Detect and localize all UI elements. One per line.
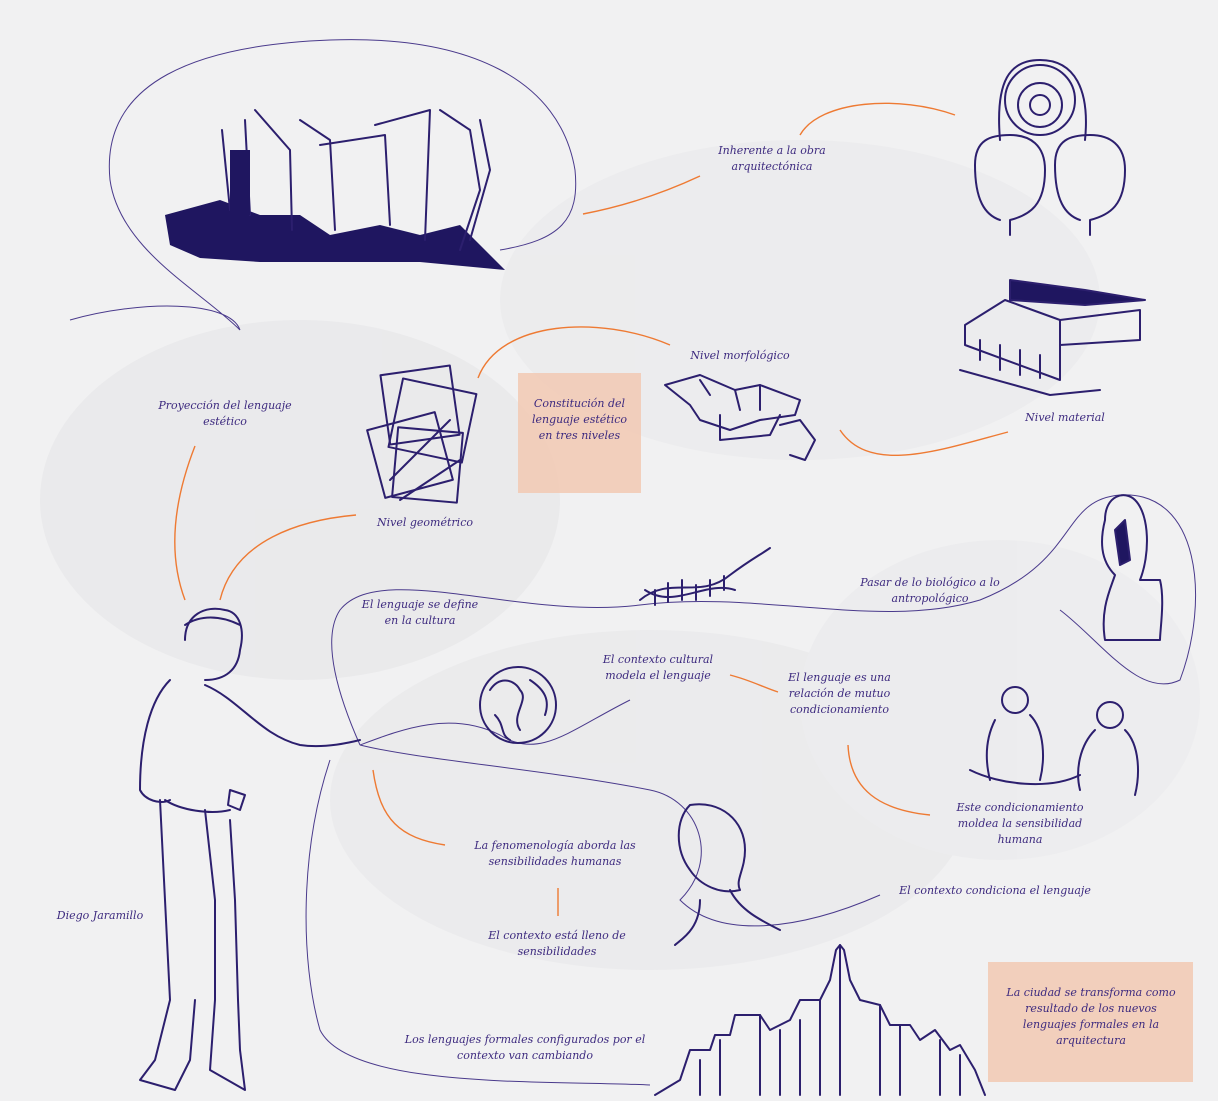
two-people-icon: [969, 686, 1139, 796]
label-sensibilidad: Este condicionamiento moldea la sensibil…: [956, 801, 1084, 846]
label-diego: Diego Jaramillo: [56, 909, 144, 922]
arrow-to-morfologico: [477, 326, 671, 379]
label-mutuo: El lenguaje es una relación de mutuo con…: [788, 671, 891, 716]
arrow-to-mutuo: [729, 674, 779, 693]
label-contexto-lleno: El contexto está lleno de sensibilidades: [488, 929, 626, 958]
label-proyeccion: Proyección del lenguaje estético: [158, 399, 292, 428]
label-contexto-condiciona: El contexto condiciona el lenguaje: [899, 884, 1091, 897]
arrow-building-to-inherente: [582, 175, 701, 215]
two-heads-spiral-icon: [974, 59, 1126, 236]
city-skyline-icon: [654, 944, 986, 1096]
dna-icon: [639, 547, 771, 606]
thought-bubble-line: [69, 39, 577, 331]
mask-sculpture-icon: [1101, 494, 1164, 641]
label-lenguaje-cultura: El lenguaje se define en la cultura: [361, 598, 479, 627]
label-nivel-morfologico: Nivel morfológico: [690, 349, 790, 362]
label-constitucion: Constitución del lenguaje estético en tr…: [531, 397, 628, 442]
man-figure-icon: [139, 607, 361, 1091]
label-nivel-geometrico: Nivel geométrico: [377, 516, 473, 529]
arrow-to-proyeccion: [174, 445, 196, 601]
label-inherente: Inherente a la obra arquitectónica: [718, 144, 826, 173]
arrow-to-sensibilidad: [847, 744, 931, 816]
label-lenguajes-formales: Los lenguajes formales configurados por …: [404, 1033, 646, 1062]
flowing-line: [305, 494, 1196, 1086]
arrow-to-material: [839, 429, 1009, 457]
arrow-to-heads: [799, 102, 956, 136]
label-nivel-material: Nivel material: [1025, 411, 1105, 424]
house-icon: [959, 279, 1146, 396]
label-contexto-cultural: El contexto cultural modela el lenguaje: [602, 653, 714, 682]
morphological-blocks-icon: [664, 374, 816, 461]
label-biologico: Pasar de lo biológico a lo antropológico: [860, 576, 1000, 605]
globe-icon: [479, 666, 557, 744]
background-texture: [40, 140, 1200, 970]
overlapping-squares-icon: [366, 364, 478, 504]
building-sketch-icon: [165, 109, 505, 270]
label-ciudad: La ciudad se transforma como resultado d…: [1006, 986, 1176, 1047]
arrow-to-geometrico: [219, 514, 357, 601]
ciudad-box: [988, 962, 1193, 1082]
face-profile-icon: [674, 803, 781, 946]
arrow-to-fenomenologia: [372, 769, 446, 846]
label-fenomenologia: La fenomenología aborda las sensibilidad…: [474, 839, 636, 868]
constitucion-box: [518, 373, 641, 493]
